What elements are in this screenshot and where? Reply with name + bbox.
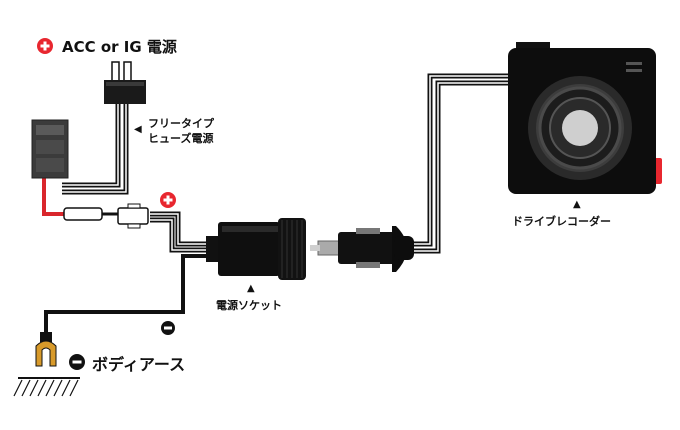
cigarette-plug	[310, 226, 414, 272]
fuse-power-label: フリータイプ ヒューズ電源	[148, 116, 214, 146]
wire-plug-to-recorder	[412, 73, 512, 254]
inline-fuse-holder	[63, 203, 149, 229]
minus-circle-icon	[69, 354, 85, 370]
drive-recorder-label: ドライブレコーダー	[512, 215, 611, 228]
triangle-pointer-icon: ◀	[134, 124, 142, 135]
acc-power-label: ACC or IG 電源	[62, 38, 177, 56]
minus-circle-icon	[161, 321, 175, 335]
connector-block	[31, 119, 69, 179]
triangle-pointer-icon: ▲	[573, 199, 581, 210]
wire-earth	[44, 254, 212, 338]
triangle-pointer-icon: ▲	[247, 283, 255, 294]
wire-fuse-to-connector	[62, 104, 129, 195]
plus-circle-icon	[160, 192, 176, 208]
fuse-label-line2: ヒューズ電源	[148, 132, 214, 145]
wire-red-plus	[42, 178, 66, 216]
fuse-component	[104, 61, 146, 104]
fuse-label-line1: フリータイプ	[148, 117, 214, 130]
plus-circle-icon	[37, 38, 53, 54]
ground-symbol	[13, 377, 80, 397]
power-socket-label: 電源ソケット	[216, 299, 282, 312]
body-earth-label: ボディアース	[92, 355, 186, 374]
earth-terminal	[35, 332, 57, 367]
drive-recorder	[508, 42, 662, 194]
power-socket	[206, 218, 306, 280]
wire-inline-fuse-to-socket	[100, 211, 212, 253]
